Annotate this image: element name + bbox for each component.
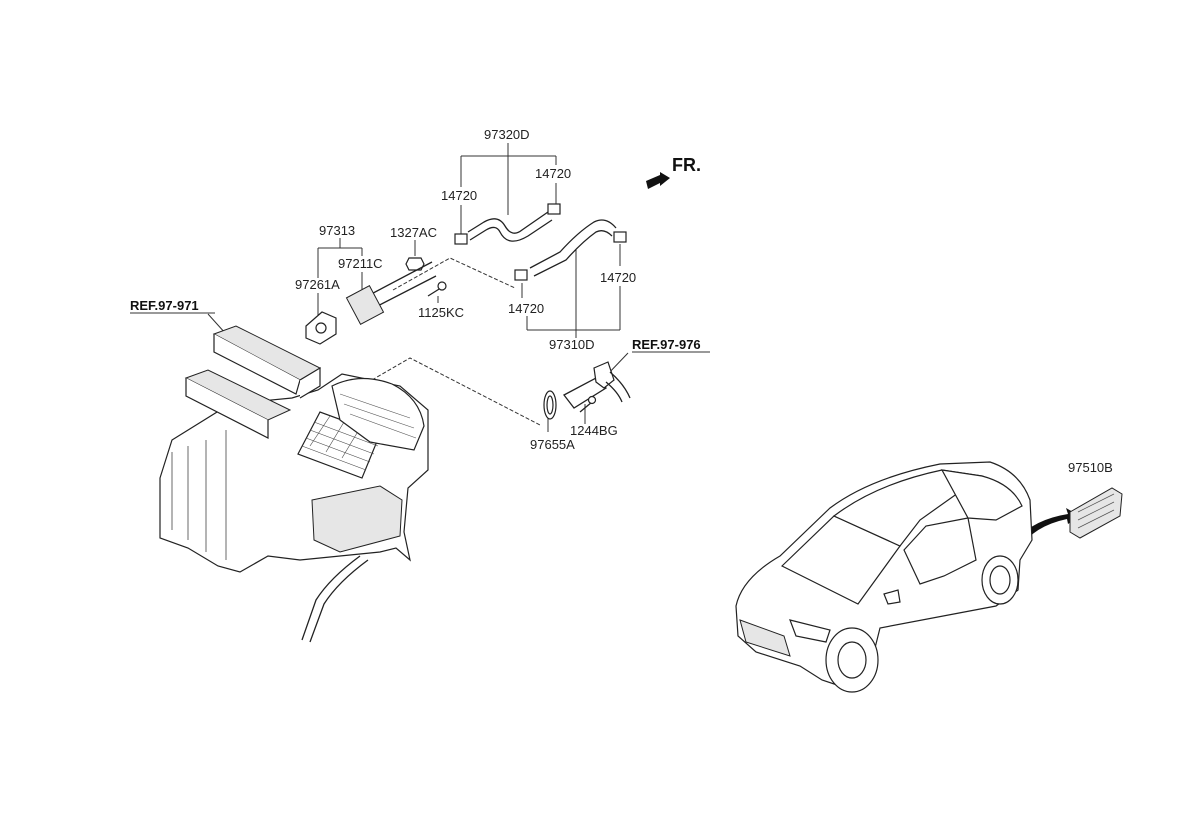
part-labels: 97320D 14720 14720 97313 1327AC 97211C 9… bbox=[295, 127, 1113, 475]
clamp-icon bbox=[547, 203, 561, 215]
clamp-icon bbox=[613, 231, 627, 243]
label-14720-b: 14720 bbox=[535, 166, 571, 181]
label-1125KC: 1125KC bbox=[418, 305, 464, 320]
label-97510B: 97510B bbox=[1068, 460, 1113, 475]
front-direction-arrow: FR. bbox=[646, 155, 701, 189]
pipe-flange bbox=[345, 284, 385, 326]
heater-hoses bbox=[305, 203, 627, 345]
fr-label: FR. bbox=[672, 155, 701, 175]
car-illustration bbox=[735, 461, 1033, 693]
drain-hose-assembly bbox=[543, 361, 631, 420]
hvac-module bbox=[159, 325, 429, 643]
label-1244BG: 1244BG bbox=[570, 423, 618, 438]
label-14720-c: 14720 bbox=[508, 301, 544, 316]
label-97310D: 97310D bbox=[549, 337, 595, 352]
clamp-icon bbox=[454, 233, 468, 245]
label-97313: 97313 bbox=[319, 223, 355, 238]
clamp-icon bbox=[514, 269, 528, 281]
ref-97-971[interactable]: REF.97-971 bbox=[130, 298, 199, 313]
label-14720-a: 14720 bbox=[441, 188, 477, 203]
label-97261A: 97261A bbox=[295, 277, 340, 292]
leader-lines bbox=[207, 143, 1080, 548]
label-97211C: 97211C bbox=[338, 256, 383, 271]
ref-97-976[interactable]: REF.97-976 bbox=[632, 337, 701, 352]
label-97655A: 97655A bbox=[530, 437, 575, 452]
sensor-part-97510B bbox=[1069, 487, 1123, 539]
label-1327AC: 1327AC bbox=[390, 225, 437, 240]
label-97320D: 97320D bbox=[484, 127, 530, 142]
label-14720-d: 14720 bbox=[600, 270, 636, 285]
reference-labels: REF.97-971 REF.97-976 bbox=[130, 298, 710, 353]
